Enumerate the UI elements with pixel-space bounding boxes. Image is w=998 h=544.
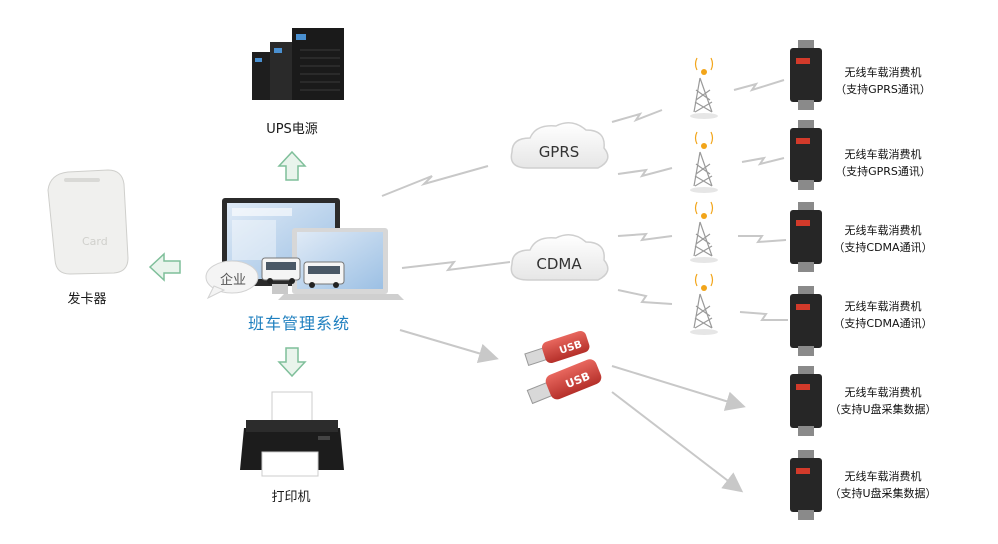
arrow-up-icon [277, 150, 307, 181]
device-note: （支持GPRS通讯） [835, 165, 931, 178]
cdma-label: CDMA [536, 255, 582, 273]
computer-icon [222, 198, 404, 300]
device-name: 无线车载消费机 [844, 148, 922, 161]
device-label: 无线车载消费机 （支持CDMA通讯） [818, 222, 948, 256]
system-bubble-text: 企业 [220, 273, 247, 288]
device-name: 无线车载消费机 [844, 300, 922, 313]
device-label: 无线车载消费机 （支持GPRS通讯） [818, 64, 948, 98]
terminal-icon [790, 120, 822, 190]
gprs-label: GPRS [538, 143, 580, 161]
device-note: （支持CDMA通讯） [833, 317, 933, 330]
usb-drive-icon [524, 330, 602, 405]
tower-icons [690, 57, 718, 335]
device-label: 无线车载消费机 （支持GPRS通讯） [818, 146, 948, 180]
device-label: 无线车载消费机 （支持CDMA通讯） [818, 298, 948, 332]
link-system-gprs [381, 165, 489, 197]
ups-icon [252, 28, 344, 100]
device-name: 无线车载消费机 [844, 386, 922, 399]
tower-icon [690, 273, 718, 335]
device-label: 无线车载消费机 （支持U盘采集数据） [818, 468, 948, 502]
device-note: （支持U盘采集数据） [829, 487, 937, 500]
terminal-icon [790, 40, 822, 110]
arrow-left-icon [148, 252, 181, 282]
tower-icon [690, 57, 718, 119]
card-reader-icon: Card [47, 169, 129, 275]
device-name: 无线车载消费机 [844, 66, 922, 79]
printer-icon [240, 391, 344, 477]
device-name: 无线车载消费机 [844, 224, 922, 237]
tower-icon [690, 201, 718, 263]
terminal-icon [790, 450, 822, 520]
cdma-cloud-icon [510, 234, 609, 281]
gprs-cloud-icon [510, 122, 609, 169]
link-system-cdma [401, 260, 511, 272]
terminal-icon [790, 366, 822, 436]
terminal-icons [790, 40, 822, 520]
card-issuer-label: 发卡器 [67, 292, 107, 307]
terminal-icon [790, 202, 822, 272]
svg-text:Card: Card [82, 235, 108, 248]
device-label: 无线车载消费机 （支持U盘采集数据） [818, 384, 948, 418]
device-note: （支持GPRS通讯） [835, 83, 931, 96]
device-note: （支持CDMA通讯） [833, 241, 933, 254]
speech-bubble-icon [205, 260, 259, 300]
arrow-down-icon [277, 347, 307, 378]
device-name: 无线车载消费机 [844, 470, 922, 483]
terminal-icon [790, 286, 822, 356]
printer-label: 打印机 [271, 490, 311, 505]
ups-label: UPS电源 [266, 122, 318, 137]
link-system-usb [399, 329, 499, 364]
tower-icon [690, 131, 718, 193]
device-note: （支持U盘采集数据） [829, 403, 937, 416]
system-title: 班车管理系统 [248, 314, 351, 333]
